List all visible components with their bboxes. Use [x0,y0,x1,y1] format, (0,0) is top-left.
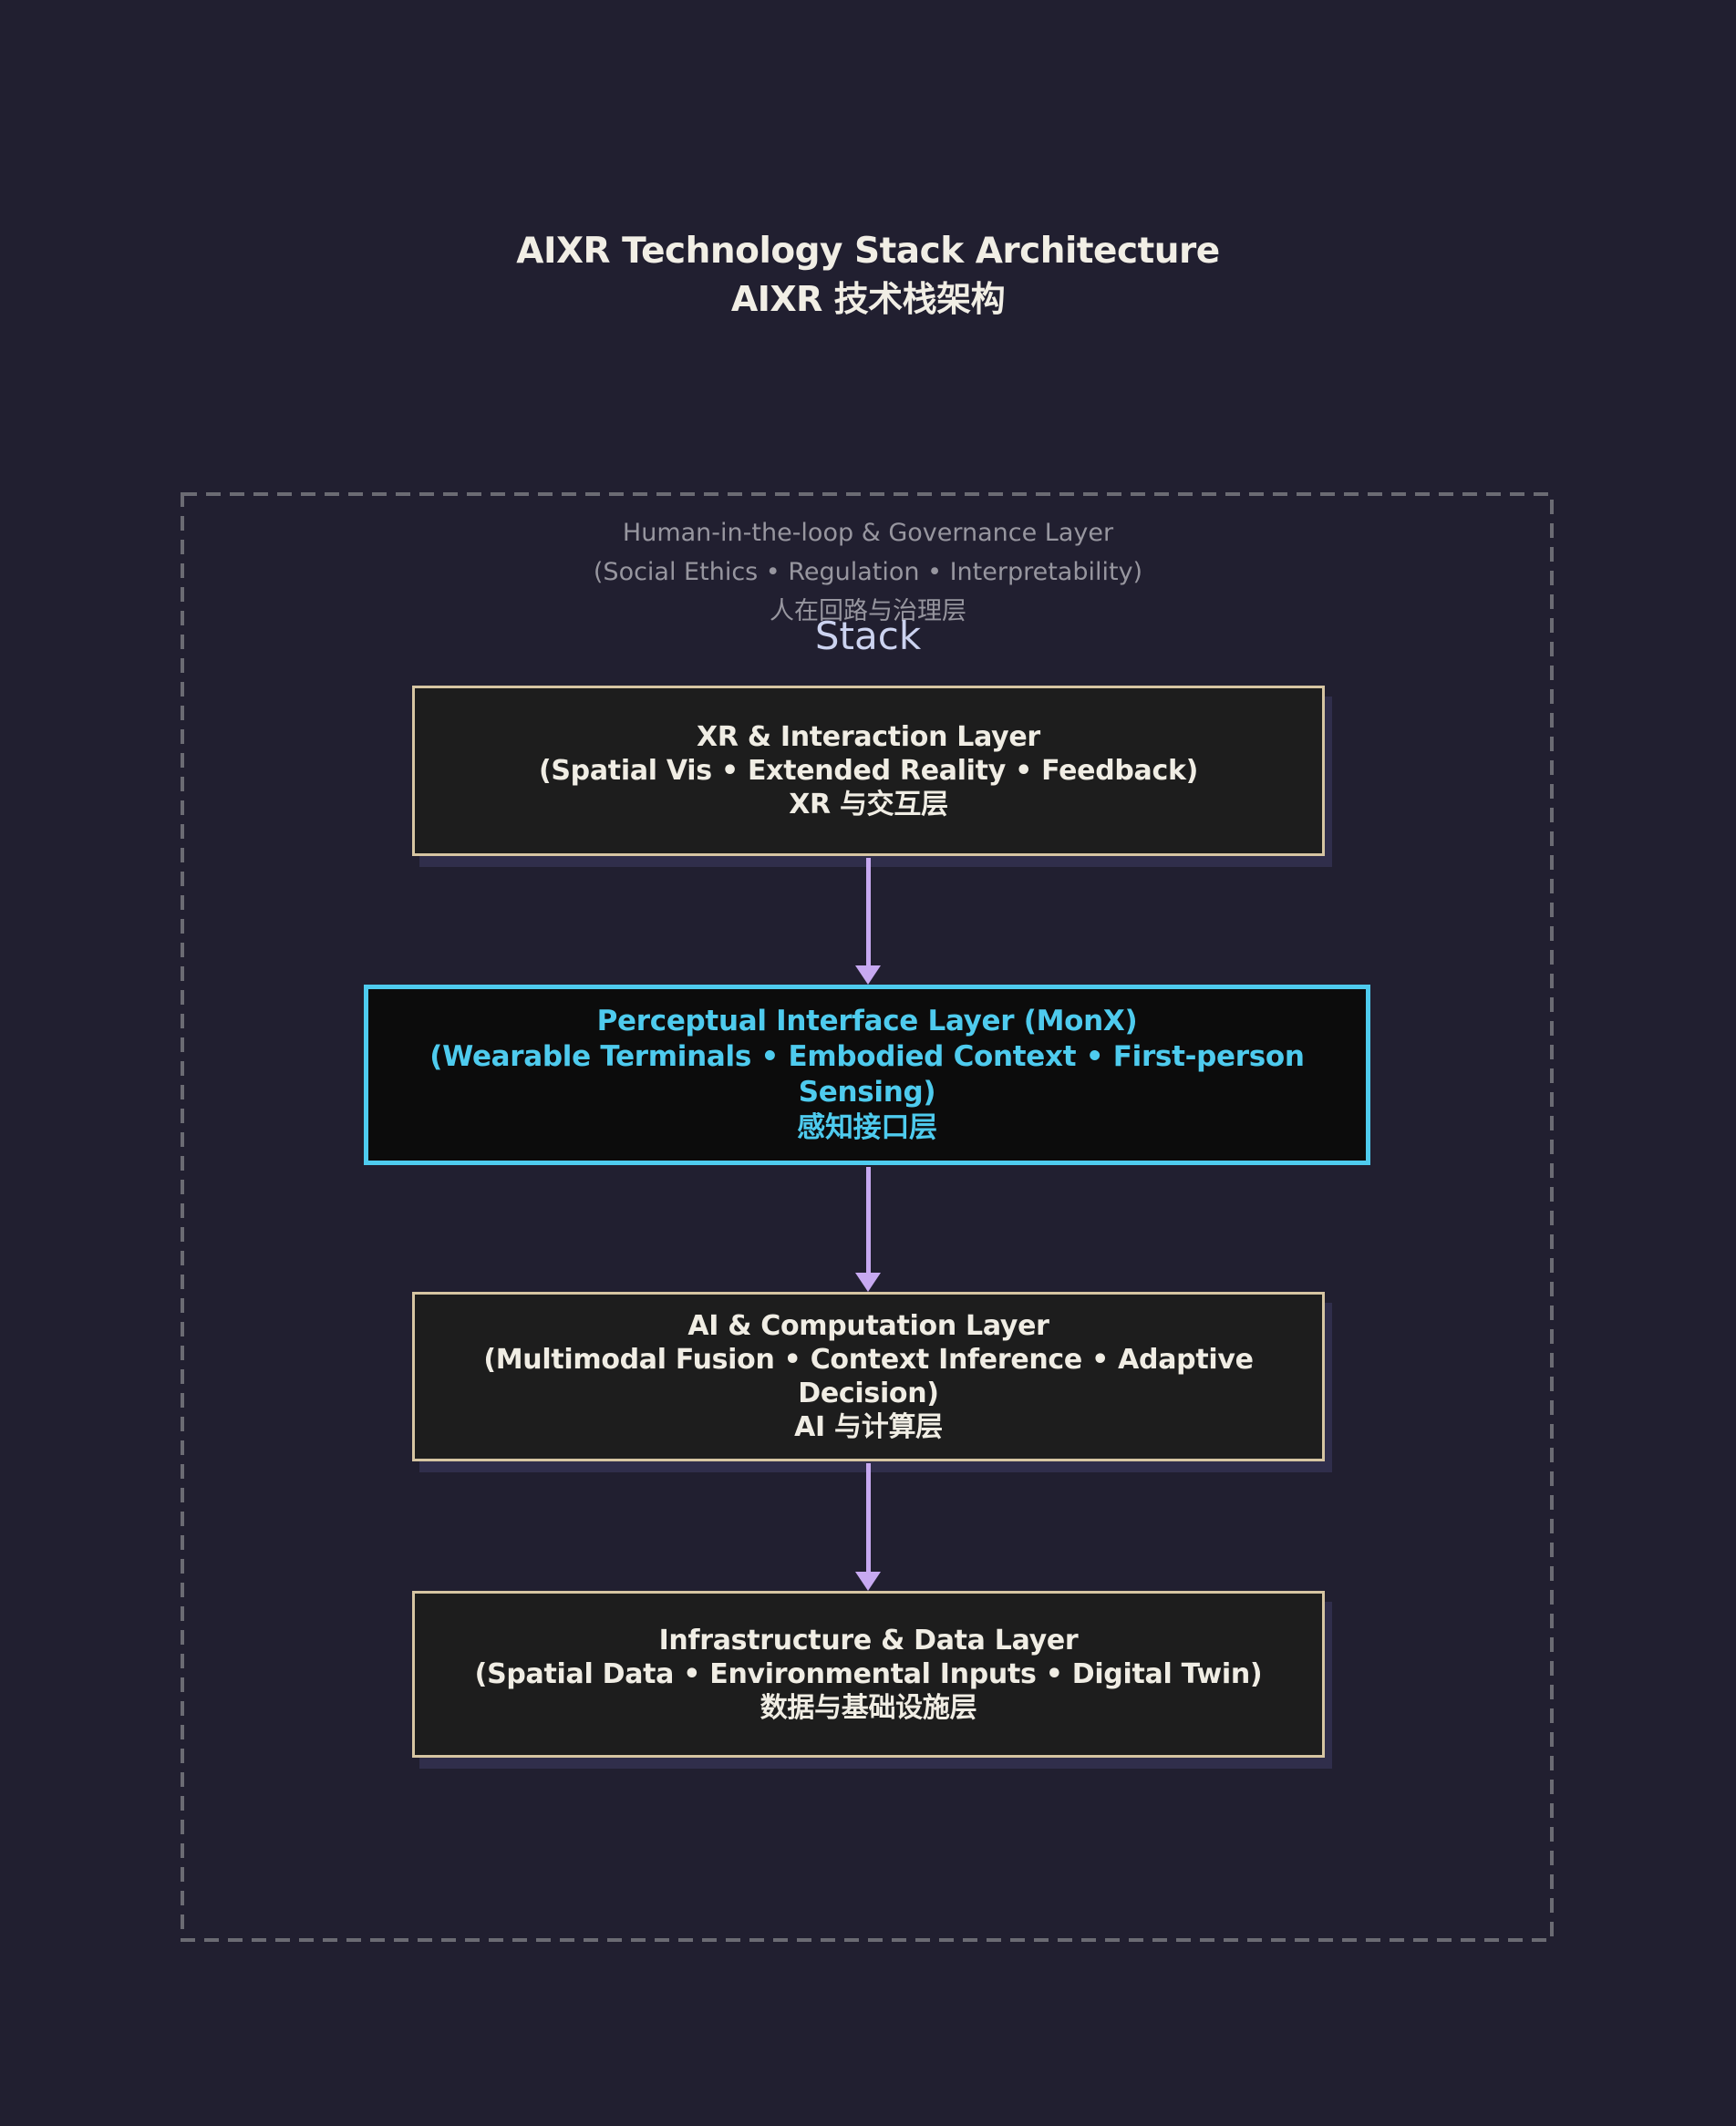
down-arrow-icon [855,858,881,985]
layer-box-infrastructure-data: Infrastructure & Data Layer (Spatial Dat… [412,1591,1325,1758]
layer-title: XR & Interaction Layer [697,721,1040,753]
down-arrow-icon [855,1167,881,1292]
arrow-head [855,965,881,985]
layer-zh-label: 数据与基础设施层 [760,1692,977,1724]
layer-box-perceptual-interface-highlighted: Perceptual Interface Layer (MonX) (Weara… [364,985,1370,1165]
governance-layer-label: Human-in-the-loop & Governance Layer (So… [0,513,1736,631]
arrow-line [865,858,871,965]
governance-layer-zh: 人在回路与治理层 [770,597,966,625]
layer-zh-label: 感知接口层 [797,1111,937,1144]
governance-layer-subtitle: (Social Ethics • Regulation • Interpreta… [593,558,1143,586]
governance-boundary-dashed-border [181,492,1554,1942]
layer-title: AI & Computation Layer [687,1310,1049,1342]
layer-box-ai-computation: AI & Computation Layer (Multimodal Fusio… [412,1292,1325,1461]
diagram-title: AIXR Technology Stack Architecture AIXR … [0,228,1736,323]
arrow-line [865,1463,871,1572]
arrow-head [855,1572,881,1591]
stack-label: Stack [814,614,922,658]
diagram-title-zh: AIXR 技术栈架构 [730,279,1006,319]
arrow-line [865,1167,871,1273]
layer-subtitle: (Spatial Data • Environmental Inputs • D… [474,1658,1263,1690]
layer-subtitle: (Spatial Vis • Extended Reality • Feedba… [538,755,1199,787]
governance-layer-title: Human-in-the-loop & Governance Layer [622,519,1114,547]
layer-title: Perceptual Interface Layer (MonX) [596,1005,1138,1037]
arrow-head [855,1273,881,1292]
layer-subtitle: (Wearable Terminals • Embodied Context •… [429,1040,1305,1109]
layer-subtitle: (Multimodal Fusion • Context Inference •… [483,1344,1254,1409]
down-arrow-icon [855,1463,881,1591]
layer-zh-label: AI 与计算层 [794,1411,943,1443]
diagram-title-en: AIXR Technology Stack Architecture [516,231,1220,272]
layer-title: Infrastructure & Data Layer [658,1625,1079,1656]
layer-zh-label: XR 与交互层 [789,789,948,820]
layer-box-xr-interaction: XR & Interaction Layer (Spatial Vis • Ex… [412,686,1325,856]
